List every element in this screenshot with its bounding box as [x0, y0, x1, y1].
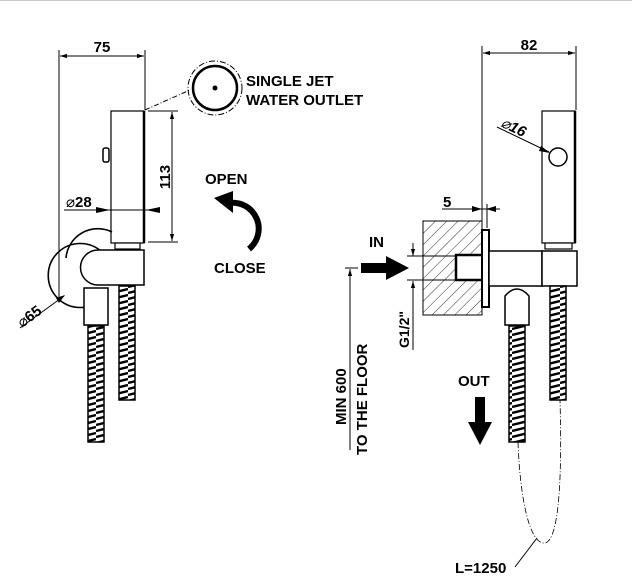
- dim-65-arrow: [56, 295, 65, 303]
- wall-bracket: [79, 249, 145, 286]
- left-view: 75 113 ⌀28 ⌀65: [14, 39, 363, 443]
- hose-connector: [83, 287, 109, 326]
- single-jet-hole: [212, 85, 218, 91]
- right-view: 82 ⌀16 5 G1/2" IN MIN 6: [333, 37, 578, 577]
- wall-plate-side: [481, 229, 490, 308]
- hose-front: [87, 325, 105, 443]
- hose-back: [118, 285, 136, 401]
- handshower-side-neck: [544, 242, 573, 250]
- holder-body: [541, 250, 578, 287]
- handshower-button: [102, 147, 110, 163]
- dim-82-label: 82: [521, 37, 538, 54]
- dim-75-label: 75: [94, 39, 111, 56]
- hose-side-back: [549, 285, 567, 401]
- dim-16-arrow: [539, 146, 550, 153]
- hose-continuation: [517, 399, 562, 544]
- open-label: OPEN: [205, 171, 248, 188]
- callout-line-2: WATER OUTLET: [246, 92, 363, 109]
- dim-65-line: [19, 295, 65, 329]
- outlet-face: [191, 64, 239, 112]
- hose-side-front: [508, 325, 526, 443]
- valve-body: [488, 250, 543, 287]
- thread-label: G1/2": [396, 311, 412, 348]
- top-border: [0, 0, 632, 1]
- outlet-arrow-icon: [468, 397, 492, 445]
- rotation-indicator: OPEN CLOSE: [205, 171, 266, 277]
- dim-5-arrow-left: [472, 206, 482, 212]
- callout-detail-circle: [187, 60, 243, 116]
- hose-connector-side: [504, 288, 530, 326]
- inlet-label: IN: [369, 234, 384, 251]
- close-label: CLOSE: [214, 260, 266, 277]
- dim-5-label: 5: [443, 194, 451, 211]
- outlet-label: OUT: [458, 373, 490, 390]
- inlet-arrow-icon: [361, 256, 409, 280]
- rotation-arrow-head-icon: [214, 191, 233, 213]
- floor-note-line-1: MIN 600: [333, 368, 350, 425]
- dim-28-arrow-right: [146, 207, 160, 213]
- dim-5-arrow-right: [486, 206, 496, 212]
- hose-length-label: L=1250: [455, 560, 506, 577]
- dim-28-label: ⌀28: [66, 194, 92, 211]
- callout-leader: [144, 89, 191, 111]
- handshower-neck: [114, 242, 141, 250]
- dim-113-label: 113: [157, 165, 174, 189]
- dim-16-label: ⌀16: [498, 114, 529, 141]
- outlet-hole: [548, 147, 568, 167]
- hose-length-leader: [514, 537, 538, 568]
- floor-note-line-2: TO THE FLOOR: [354, 343, 371, 455]
- callout-line-1: SINGLE JET: [246, 73, 334, 90]
- handshower-side-body: [541, 110, 576, 244]
- wall-plate-top: [65, 227, 113, 259]
- dim-65-label: ⌀65: [14, 302, 45, 331]
- dim-28-arrow-left: [96, 207, 110, 213]
- handshower-body: [110, 110, 145, 244]
- rotation-arc: [228, 199, 262, 252]
- inlet-pipe: [454, 253, 485, 282]
